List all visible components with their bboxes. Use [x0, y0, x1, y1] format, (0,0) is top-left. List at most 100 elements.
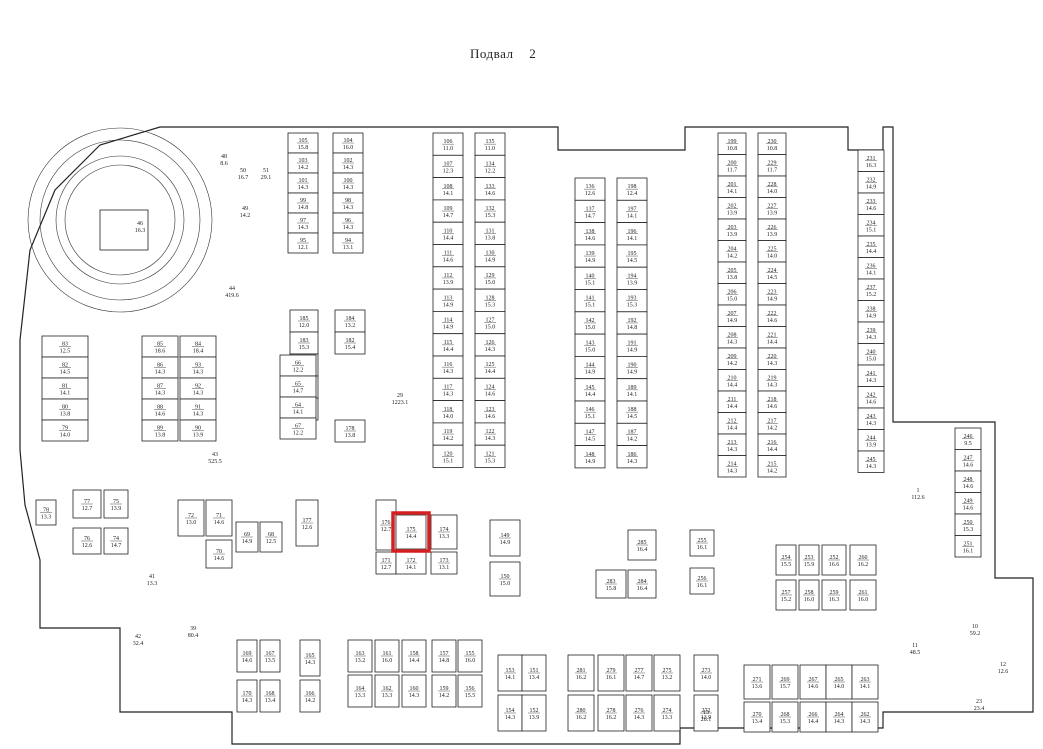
cell-117[interactable]: 11714.3 — [432, 377, 464, 401]
cell-165[interactable]: 16514.3 — [299, 639, 321, 677]
cell-139[interactable]: 13914.9 — [574, 244, 606, 268]
cell-183[interactable]: 18315.3 — [289, 331, 319, 355]
cell-142[interactable]: 14215.0 — [574, 311, 606, 335]
cell-277[interactable]: 27714.7 — [625, 654, 653, 692]
cell-206[interactable]: 20615.0 — [717, 283, 747, 306]
cell-96[interactable]: 9614.3 — [332, 212, 364, 234]
cell-188[interactable]: 18814.5 — [616, 400, 648, 424]
cell-208[interactable]: 20814.3 — [717, 326, 747, 349]
cell-250[interactable]: 25015.3 — [954, 513, 982, 536]
cell-119[interactable]: 11914.2 — [432, 422, 464, 446]
cell-83[interactable]: 8312.5 — [41, 335, 89, 358]
cell-163[interactable]: 16313.2 — [347, 639, 373, 673]
cell-164[interactable]: 16413.3 — [347, 674, 373, 708]
cell-197[interactable]: 19714.1 — [616, 199, 648, 224]
cell-207[interactable]: 20714.9 — [717, 304, 747, 327]
cell-102[interactable]: 10214.3 — [332, 152, 364, 174]
cell-222[interactable]: 22214.6 — [757, 304, 787, 327]
cell-67[interactable]: 6712.2 — [279, 417, 317, 440]
cell-159[interactable]: 15914.2 — [431, 674, 457, 708]
cell-284[interactable]: 28416.4 — [627, 569, 657, 599]
cell-169[interactable]: 16914.6 — [236, 639, 258, 673]
cell-185[interactable]: 18512.0 — [289, 309, 319, 333]
cell-100[interactable]: 10014.3 — [332, 172, 364, 194]
cell-235[interactable]: 23514.4 — [857, 235, 885, 258]
cell-178[interactable]: 17813.8 — [334, 419, 366, 443]
cell-267[interactable]: 26714.6 — [799, 664, 827, 700]
cell-149[interactable]: 14914.9 — [489, 519, 521, 557]
cell-236[interactable]: 23614.1 — [857, 257, 885, 280]
cell-209[interactable]: 20914.2 — [717, 347, 747, 370]
cell-251[interactable]: 25116.1 — [954, 535, 982, 558]
cell-192[interactable]: 19214.8 — [616, 311, 648, 335]
cell-278[interactable]: 27816.2 — [597, 694, 625, 732]
cell-212[interactable]: 21214.4 — [717, 412, 747, 435]
cell-124[interactable]: 12414.6 — [474, 377, 506, 401]
cell-255[interactable]: 25516.1 — [689, 529, 715, 557]
cell-184[interactable]: 18413.2 — [334, 309, 366, 333]
cell-228[interactable]: 22814.0 — [757, 175, 787, 198]
cell-138[interactable]: 13814.6 — [574, 222, 606, 246]
cell-93[interactable]: 9314.3 — [179, 356, 217, 379]
cell-104[interactable]: 10416.0 — [332, 132, 364, 154]
cell-198[interactable]: 19812.4 — [616, 177, 648, 201]
cell-111[interactable]: 11114.6 — [432, 244, 464, 268]
cell-187[interactable]: 18714.2 — [616, 422, 648, 446]
cell-275[interactable]: 27513.2 — [653, 654, 681, 692]
cell-153[interactable]: 15314.1 — [497, 654, 523, 692]
cell-122[interactable]: 12214.3 — [474, 422, 506, 446]
cell-105[interactable]: 10515.8 — [287, 132, 319, 154]
cell-234[interactable]: 23415.1 — [857, 214, 885, 237]
cell-137[interactable]: 13714.7 — [574, 199, 606, 224]
cell-162[interactable]: 16213.3 — [374, 674, 400, 708]
cell-121[interactable]: 12115.3 — [474, 444, 506, 468]
cell-230[interactable]: 23010.8 — [757, 132, 787, 155]
cell-148[interactable]: 14814.9 — [574, 445, 606, 469]
cell-256[interactable]: 25616.1 — [689, 567, 715, 595]
cell-94[interactable]: 9413.1 — [332, 232, 364, 254]
cell-243[interactable]: 24314.3 — [857, 407, 885, 430]
cell-253[interactable]: 25315.9 — [798, 544, 820, 576]
cell-204[interactable]: 20414.2 — [717, 240, 747, 263]
cell-76[interactable]: 7612.6 — [72, 527, 102, 555]
cell-186[interactable]: 18614.3 — [616, 445, 648, 469]
cell-260[interactable]: 26016.2 — [849, 544, 877, 576]
cell-263[interactable]: 26314.1 — [851, 664, 879, 700]
cell-201[interactable]: 20114.1 — [717, 175, 747, 198]
cell-247[interactable]: 24714.6 — [954, 449, 982, 472]
cell-128[interactable]: 12815.3 — [474, 288, 506, 312]
cell-123[interactable]: 12314.6 — [474, 400, 506, 424]
cell-279[interactable]: 27916.1 — [597, 654, 625, 692]
cell-237[interactable]: 23715.2 — [857, 278, 885, 301]
cell-81[interactable]: 8114.1 — [41, 377, 89, 400]
cell-239[interactable]: 23914.3 — [857, 321, 885, 344]
cell-269[interactable]: 26915.7 — [771, 664, 799, 700]
cell-189[interactable]: 18914.1 — [616, 378, 648, 402]
cell-90[interactable]: 9013.9 — [179, 419, 217, 442]
cell-135[interactable]: 13511.0 — [474, 132, 506, 156]
cell-77[interactable]: 7712.7 — [72, 489, 102, 519]
cell-85[interactable]: 8518.6 — [141, 335, 179, 358]
cell-66[interactable]: 6612.2 — [279, 354, 317, 377]
cell-115[interactable]: 11514.4 — [432, 333, 464, 357]
cell-95[interactable]: 9512.1 — [287, 232, 319, 254]
cell-268[interactable]: 26815.3 — [771, 701, 799, 733]
cell-84[interactable]: 8418.4 — [179, 335, 217, 358]
cell-249[interactable]: 24914.6 — [954, 492, 982, 515]
cell-215[interactable]: 21514.2 — [757, 455, 787, 478]
cell-283[interactable]: 28315.8 — [595, 569, 627, 599]
cell-145[interactable]: 14514.4 — [574, 378, 606, 402]
cell-245[interactable]: 24514.3 — [857, 450, 885, 473]
cell-91[interactable]: 9114.3 — [179, 398, 217, 421]
cell-158[interactable]: 15814.4 — [401, 639, 427, 673]
cell-79[interactable]: 7914.0 — [41, 419, 89, 442]
cell-155[interactable]: 15516.0 — [457, 639, 483, 673]
cell-238[interactable]: 23814.9 — [857, 300, 885, 323]
cell-114[interactable]: 11414.9 — [432, 310, 464, 335]
cell-257[interactable]: 25715.2 — [775, 579, 797, 611]
cell-101[interactable]: 10114.3 — [287, 172, 319, 194]
cell-120[interactable]: 12015.1 — [432, 444, 464, 468]
cell-143[interactable]: 14315.0 — [574, 333, 606, 357]
cell-216[interactable]: 21614.4 — [757, 433, 787, 456]
cell-244[interactable]: 24413.9 — [857, 429, 885, 452]
